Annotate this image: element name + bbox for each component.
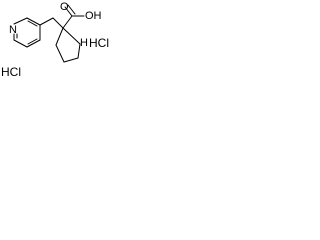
pyrrolidine-nitrogen-label: H — [80, 37, 88, 49]
ring-bond — [77, 43, 81, 59]
ring-bond — [62, 27, 81, 45]
ring-bond — [26, 17, 41, 26]
pyridine-nitrogen-label: N — [9, 24, 17, 36]
carbonyl-double-bond — [67, 4, 76, 15]
methylene-bond — [52, 17, 64, 29]
carbonyl-double-bond — [64, 6, 73, 17]
ring-bond — [13, 17, 28, 25]
ring-bond — [55, 44, 65, 63]
methylene-bond — [39, 17, 54, 26]
ring-bond — [63, 57, 79, 63]
hcl-salt-left: HCl — [1, 65, 21, 79]
hydroxyl-label: OH — [85, 10, 102, 22]
ring-double-bond — [27, 38, 38, 45]
hcl-salt-right: HCl — [89, 36, 109, 50]
ring-bond — [26, 39, 41, 48]
ring-bond — [13, 39, 28, 48]
ring-double-bond — [27, 20, 38, 27]
pyrrolidine-ring — [55, 27, 81, 63]
pyridine-ring — [13, 17, 41, 48]
carboxyl-group — [62, 4, 85, 29]
carboxyl-bond — [62, 15, 73, 29]
chemical-structure: N O OH H HCl HCl — [1, 1, 109, 79]
ring-bond — [55, 27, 64, 46]
carbonyl-oxygen-label: O — [60, 1, 69, 13]
